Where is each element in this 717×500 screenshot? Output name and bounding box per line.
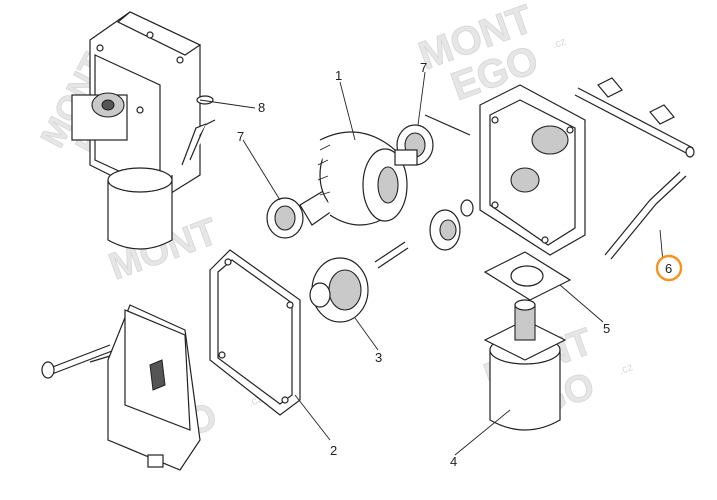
part-4-electric-motor [483,299,567,431]
callout-group: 1 2 3 4 5 6 7 7 8 [237,60,683,469]
part-7b-seal-ring [394,124,434,166]
callout-7-right: 7 [420,60,427,75]
callout-1: 1 [335,68,342,83]
callout-7-left: 7 [237,129,244,144]
watermark-suffix-3: .cz [617,361,634,377]
callout-3: 3 [375,350,382,365]
callout-6-highlight-ring [655,254,683,282]
watermark-suffix: .cz [550,36,567,52]
part-5-square-gasket [483,251,572,301]
callout-5: 5 [603,321,610,336]
part-7a-seal-ring [266,197,304,239]
callout-6: 6 [665,261,672,276]
right-gearbox-housing [424,84,586,256]
part-6-shaft-lever [574,77,695,260]
part-3-pinion-gear [309,199,474,323]
leader-lines [199,71,664,456]
callout-8: 8 [258,100,265,115]
part-8-gearmotor-assembly [71,11,216,250]
callout-4: 4 [450,454,457,469]
part-1-gear-shaft [299,131,408,226]
callout-2: 2 [330,443,337,458]
part-2-gasket-and-housing [41,249,301,471]
